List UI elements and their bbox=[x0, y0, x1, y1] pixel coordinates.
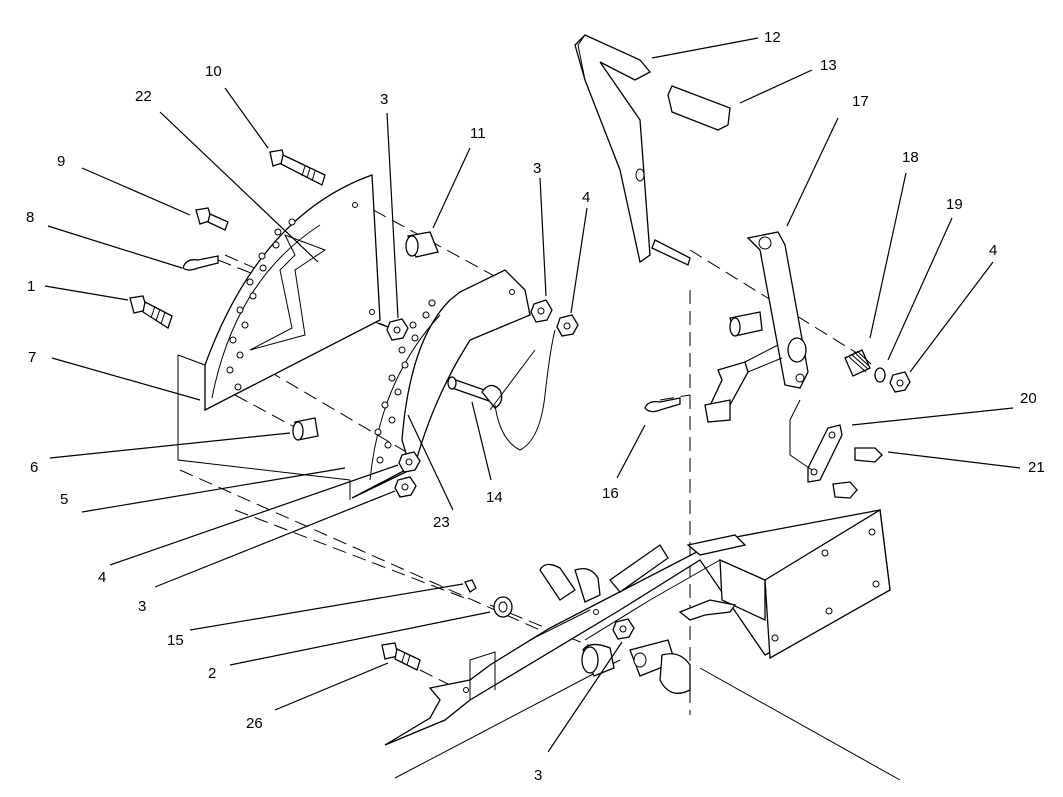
alignment-lines bbox=[179, 199, 861, 715]
callout-6: 6 bbox=[30, 459, 38, 476]
callout-14: 14 bbox=[486, 489, 503, 506]
link-plate bbox=[789, 399, 843, 483]
callout-4-right: 4 bbox=[989, 242, 997, 259]
backing-plate bbox=[177, 354, 351, 500]
callout-9: 9 bbox=[57, 153, 65, 170]
bolt-26 bbox=[381, 642, 421, 671]
washer-2 bbox=[493, 596, 513, 618]
callout-7: 7 bbox=[28, 349, 36, 366]
nut-3-bottom bbox=[612, 618, 635, 640]
callout-20: 20 bbox=[1020, 390, 1037, 407]
callout-4-top: 4 bbox=[582, 189, 590, 206]
nut-right bbox=[889, 371, 911, 393]
frame-assembly bbox=[384, 508, 901, 781]
callout-15: 15 bbox=[167, 632, 184, 649]
pedal-pad bbox=[667, 85, 731, 131]
bolt-1 bbox=[129, 295, 173, 329]
callout-23: 23 bbox=[433, 514, 450, 531]
callout-2: 2 bbox=[208, 665, 216, 682]
spacer-6 bbox=[292, 417, 319, 441]
nut-4-upper bbox=[556, 314, 579, 337]
callout-26: 26 bbox=[246, 715, 263, 732]
callout-1: 1 bbox=[27, 278, 35, 295]
callout-10: 10 bbox=[205, 63, 222, 80]
callout-22: 22 bbox=[135, 88, 152, 105]
lock-pin bbox=[447, 329, 556, 451]
callout-21: 21 bbox=[1028, 459, 1045, 476]
link-bracket bbox=[704, 344, 783, 423]
callout-8: 8 bbox=[26, 209, 34, 226]
callout-3-top-left: 3 bbox=[380, 91, 388, 108]
cotter-pin-16 bbox=[644, 397, 681, 413]
callout-5: 5 bbox=[60, 491, 68, 508]
nut-3-lower bbox=[394, 476, 417, 498]
callout-18: 18 bbox=[902, 149, 919, 166]
nut-3-upper-right bbox=[530, 299, 553, 323]
callout-17: 17 bbox=[852, 93, 869, 110]
pin-21 bbox=[832, 447, 883, 499]
spacer-11 bbox=[405, 231, 439, 258]
callout-3-bottom: 3 bbox=[534, 767, 542, 784]
callout-4-left: 4 bbox=[98, 569, 106, 586]
callout-16: 16 bbox=[602, 485, 619, 502]
cotter-pin-8 bbox=[182, 255, 219, 271]
washer-right bbox=[874, 367, 886, 383]
bolt-9 bbox=[195, 207, 229, 231]
nut-3-upper-left bbox=[386, 318, 409, 341]
callout-19: 19 bbox=[946, 196, 963, 213]
left-quadrant-plate bbox=[204, 174, 381, 412]
pedal-arm bbox=[574, 34, 691, 266]
callout-3-top-right: 3 bbox=[533, 160, 541, 177]
callout-labels: 12 13 10 22 3 11 3 4 17 18 19 4 9 8 1 7 … bbox=[26, 29, 1045, 784]
nut-4-lower bbox=[398, 451, 421, 473]
callout-13: 13 bbox=[820, 57, 837, 74]
callout-12: 12 bbox=[764, 29, 781, 46]
spring bbox=[844, 349, 872, 377]
callout-3-left: 3 bbox=[138, 598, 146, 615]
clip-15 bbox=[464, 579, 477, 593]
right-quadrant-plate bbox=[351, 269, 531, 499]
leader-lines bbox=[44, 37, 1021, 753]
callout-11: 11 bbox=[470, 125, 486, 142]
bolt-10 bbox=[269, 149, 326, 186]
lever-arm bbox=[729, 231, 809, 389]
